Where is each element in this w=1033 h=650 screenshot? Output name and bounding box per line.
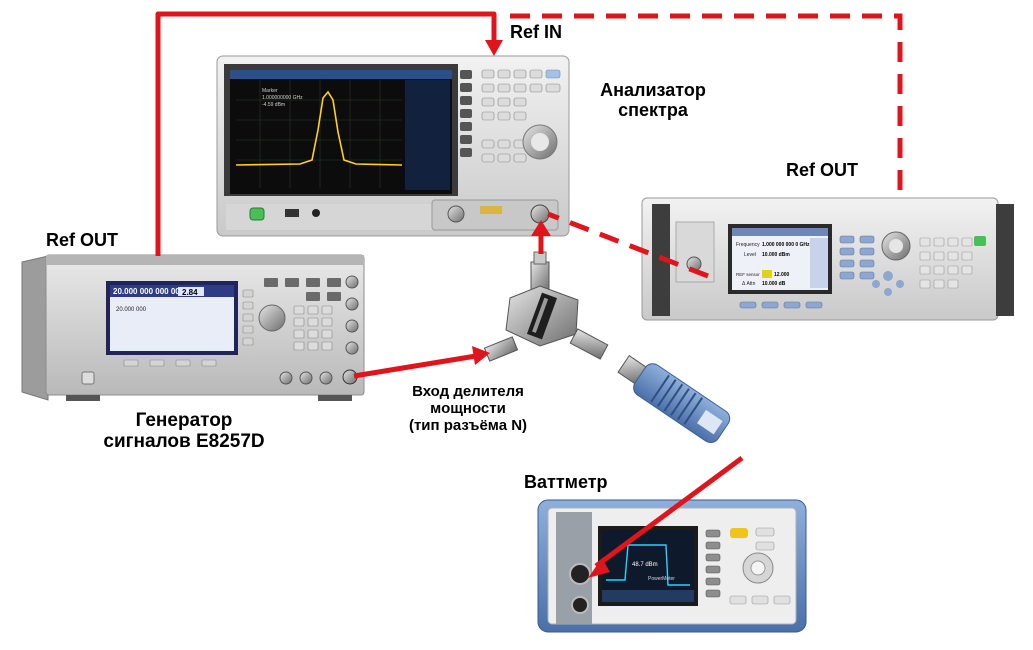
generator-knob[interactable] [258, 304, 286, 332]
spectrum-analyzer: Marker 1.000000000 GHz -4.59 dBm [216, 55, 570, 237]
arrow-analyzer-input [531, 220, 551, 236]
wattmeter-sensor-port [569, 563, 591, 585]
power-sensor [617, 354, 731, 444]
wattmeter-label: Ваттметр [524, 472, 608, 492]
power-splitter [483, 251, 609, 362]
source-ref-label: REF sensor [736, 272, 760, 277]
analyzer-label: Анализатор спектра [578, 80, 728, 120]
signal-generator: 20.000 000 000 000 2.84 20.000 000 [21, 254, 365, 401]
wattmeter-readout: 48.7 dBm [632, 562, 658, 568]
ref-out-source-label: Ref OUT [786, 160, 858, 180]
generator-amplitude-readout: 2.84 [182, 288, 198, 297]
analyzer-label-line2: спектра [618, 100, 688, 121]
analyzer-marker-line3: -4.59 dBm [262, 102, 285, 108]
wattmeter-trace [606, 544, 690, 586]
wattmeter-device: 48.7 dBm PowerMeter [537, 499, 807, 633]
analyzer-label-line1: Анализатор [600, 80, 706, 100]
splitter-label-line3: (тип разъёма N) [408, 416, 528, 434]
arrow-wattmeter-input [588, 558, 610, 578]
splitter-input-label: Вход делителя мощности (тип разъёма N) [388, 383, 548, 434]
ref-out-generator-label: Ref OUT [46, 230, 118, 250]
analyzer-ref-in-port [530, 204, 550, 224]
spectrum-trace [235, 90, 403, 166]
cable-sensor-to-wattmeter [588, 455, 744, 578]
rf-cable-generator-to-splitter [353, 346, 490, 379]
generator-screen: 20.000 000 000 000 2.84 20.000 000 [106, 281, 238, 355]
source-ref-value: 12.000 [774, 272, 790, 278]
generator-frequency-readout: 20.000 000 000 000 [113, 287, 185, 296]
rf-cable-splitter-to-analyzer [531, 220, 551, 254]
splitter-input-port [483, 336, 519, 362]
usb-port [285, 209, 299, 217]
source-freq-label: Frequency [736, 242, 760, 248]
source-attn-label: Δ Attn [742, 281, 756, 287]
source-freq-value: 1.000 000 000 0 GHz [762, 242, 810, 248]
generator-label-line2: сигналов E8257D [103, 431, 265, 453]
ref-in-label: Ref IN [510, 22, 563, 42]
generator-label: Генератор сигналов E8257D [74, 410, 294, 453]
wattmeter-screen-label: PowerMeter [648, 576, 675, 582]
arrow-ref-in [485, 40, 503, 56]
analyzer-marker-line2: 1.000000000 GHz [262, 95, 303, 101]
generator-label-line1: Генератор [135, 410, 233, 431]
source-attn-value: 10.000 dB [762, 281, 786, 287]
wattmeter-screen: 48.7 dBm PowerMeter [598, 526, 698, 606]
analyzer-screen: Marker 1.000000000 GHz -4.59 dBm [230, 70, 452, 194]
generator-display-readout: 20.000 000 [116, 307, 147, 313]
splitter-label-line1: Вход делителя [412, 383, 524, 400]
source-level-value: 10.000 dBm [762, 252, 790, 258]
arrow-splitter-input [472, 346, 490, 365]
analyzer-marker-line1: Marker [262, 88, 278, 94]
splitter-label-line2: мощности [430, 399, 506, 417]
source-level-label: Level [744, 252, 756, 258]
ref-link-generator-to-analyzer [155, 11, 503, 256]
reference-source: Frequency 1.000 000 000 0 GHz Level 10.0… [641, 197, 1014, 321]
source-screen: Frequency 1.000 000 000 0 GHz Level 10.0… [728, 224, 832, 294]
power-button[interactable] [249, 207, 265, 221]
ref-link-source-to-analyzer [498, 13, 903, 279]
analyzer-rf-input-port [447, 205, 465, 223]
